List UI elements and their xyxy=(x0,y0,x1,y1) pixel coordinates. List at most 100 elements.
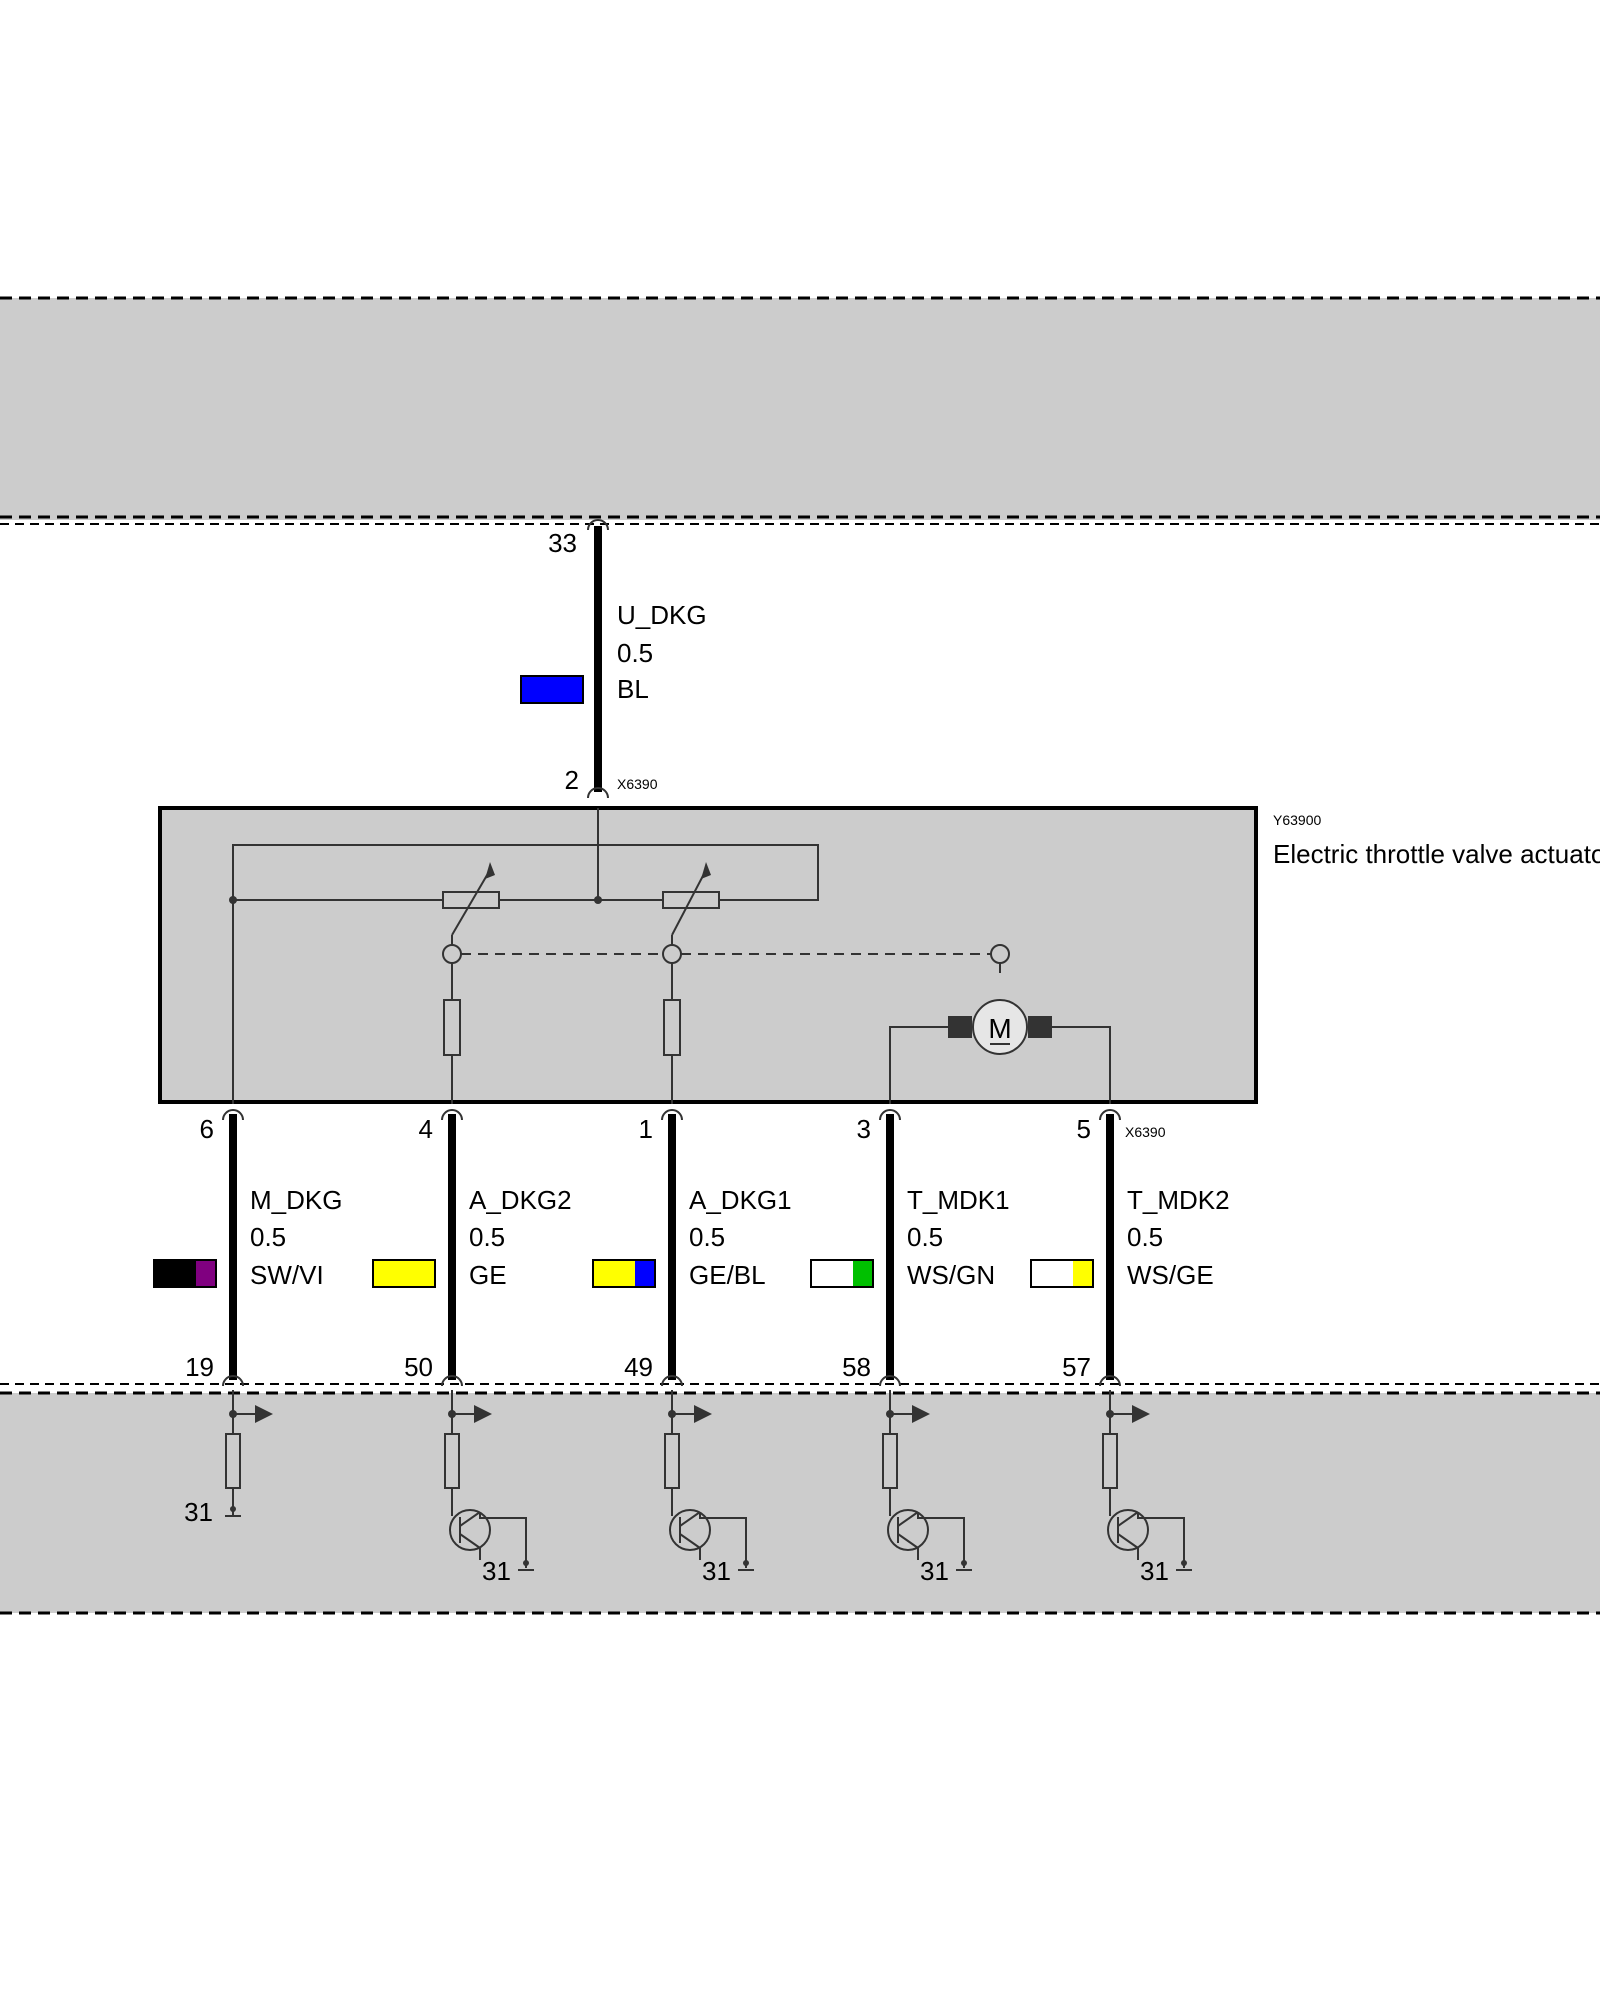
wire-color-swatch-bl xyxy=(520,675,584,704)
motor-brush-right xyxy=(1028,1016,1052,1038)
pin-number: 50 xyxy=(404,1352,433,1382)
wire-signal-name: U_DKG xyxy=(617,600,707,630)
junction-dot xyxy=(743,1560,749,1566)
resistor-icon xyxy=(663,999,681,1056)
ground-label: 31 xyxy=(482,1556,511,1586)
ground-label: 31 xyxy=(1140,1556,1169,1586)
component-id: Y63900 xyxy=(1273,812,1321,828)
junction-dot xyxy=(523,1560,529,1566)
resistor-icon xyxy=(882,1433,898,1489)
transistor-collector xyxy=(1117,1511,1139,1527)
transistor-icon xyxy=(449,1509,491,1551)
transistor-icon xyxy=(669,1509,711,1551)
resistor-icon xyxy=(443,999,461,1056)
transistor-icon xyxy=(1107,1509,1149,1551)
pin-socket xyxy=(222,1375,244,1387)
wire-color-swatch-stripe xyxy=(635,1260,655,1287)
component-name: Electric throttle valve actuator xyxy=(1273,839,1600,869)
wire-color-code: GE/BL xyxy=(689,1260,766,1290)
collector-lead xyxy=(699,1512,747,1568)
collector-lead xyxy=(1137,1512,1185,1568)
arrow-icon xyxy=(694,1405,712,1423)
transistor-icon xyxy=(887,1509,929,1551)
lower-control-unit-panel xyxy=(0,1393,1600,1613)
wire-color-swatch-border xyxy=(372,1259,436,1288)
pin-socket xyxy=(1099,1109,1121,1121)
pin-socket xyxy=(1099,1375,1121,1387)
bottom-wires-group: 6M_DKG0.5SW/VI19314A_DKG20.5GE50311A_DKG… xyxy=(153,1109,1230,1586)
wire-gauge: 0.5 xyxy=(689,1222,725,1252)
pin-socket xyxy=(661,1109,683,1121)
wire-color-swatch-primary xyxy=(593,1260,635,1287)
wire-color-swatch-stripe xyxy=(853,1260,873,1287)
wire-gauge: 0.5 xyxy=(1127,1222,1163,1252)
ground-label: 31 xyxy=(920,1556,949,1586)
ground-label: 31 xyxy=(184,1497,213,1527)
pin-number-33: 33 xyxy=(548,528,577,558)
arrow-icon xyxy=(485,862,495,879)
wire-color-swatch-primary xyxy=(1031,1260,1073,1287)
pin-number: 57 xyxy=(1062,1352,1091,1382)
wire-color-swatch-border xyxy=(1030,1259,1094,1288)
pin-number: 19 xyxy=(185,1352,214,1382)
resistor-icon xyxy=(1102,1433,1118,1489)
resistor-icon xyxy=(444,1433,460,1489)
upper-control-unit-panel xyxy=(0,298,1600,520)
junction-dot xyxy=(230,1506,236,1512)
potentiometer-2 xyxy=(442,891,500,909)
pin-socket xyxy=(661,1375,683,1387)
ground-label: 31 xyxy=(702,1556,731,1586)
wire-signal-name: T_MDK1 xyxy=(907,1185,1010,1215)
junction-dot xyxy=(594,896,602,904)
wire-gauge: 0.5 xyxy=(617,638,653,668)
connector-label-bottom: X6390 xyxy=(1125,1124,1166,1140)
wire-gauge: 0.5 xyxy=(250,1222,286,1252)
connector-label-top: X6390 xyxy=(617,776,658,792)
wire-color-swatch-primary xyxy=(373,1260,415,1287)
pin-number: 1 xyxy=(639,1114,653,1144)
bottom-pin-socket xyxy=(587,787,609,799)
wire-signal-name: M_DKG xyxy=(250,1185,342,1215)
wire-signal-name: A_DKG2 xyxy=(469,1185,572,1215)
wire-color-code: BL xyxy=(617,674,649,704)
pin-socket xyxy=(879,1375,901,1387)
motor-icon xyxy=(972,999,1028,1055)
motor-lead-right xyxy=(1052,1026,1111,1104)
wire-color-swatch-primary xyxy=(154,1260,196,1287)
transistor-emitter xyxy=(897,1533,919,1549)
transistor-emitter xyxy=(459,1533,481,1549)
resistor-icon xyxy=(225,1433,241,1489)
motor-brush-left xyxy=(948,1016,972,1038)
potentiometer-1-wiper xyxy=(671,869,707,936)
arrow-icon xyxy=(1132,1405,1150,1423)
wire-gauge: 0.5 xyxy=(469,1222,505,1252)
transistor-collector xyxy=(897,1511,919,1527)
arrow-icon xyxy=(255,1405,273,1423)
motor-lead-left xyxy=(889,1026,948,1104)
wire-color-code: WS/GN xyxy=(907,1260,995,1290)
pin-number: 49 xyxy=(624,1352,653,1382)
potentiometer-2-wiper xyxy=(451,869,491,936)
pin-socket xyxy=(879,1109,901,1121)
arrow-icon xyxy=(912,1405,930,1423)
wire-color-code: WS/GE xyxy=(1127,1260,1214,1290)
motor-symbol: M xyxy=(988,1013,1011,1044)
transistor-emitter xyxy=(679,1533,701,1549)
pin-number: 58 xyxy=(842,1352,871,1382)
pin-number: 6 xyxy=(200,1114,214,1144)
wire-color-swatch-stripe xyxy=(1073,1260,1093,1287)
wire-color-swatch-stripe xyxy=(196,1260,216,1287)
internal-circuit: M xyxy=(229,808,1111,1104)
transistor-emitter xyxy=(1117,1533,1139,1549)
top-pin-socket xyxy=(587,519,609,531)
wire-color-code: GE xyxy=(469,1260,507,1290)
junction-dot xyxy=(229,896,237,904)
wire-u-dkg: 33 U_DKG 0.5 BL 2 X6390 xyxy=(520,519,707,799)
wiper-node xyxy=(662,944,682,964)
